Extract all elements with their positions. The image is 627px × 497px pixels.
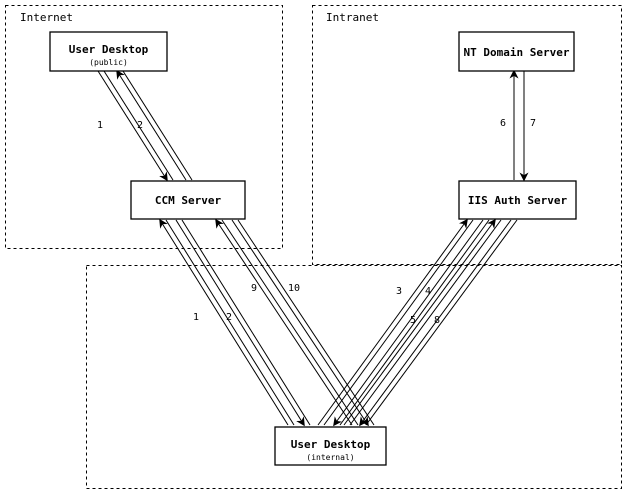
step-label-1-internal: 1 xyxy=(193,312,199,323)
flow-internal-desktop-ccm-left xyxy=(159,218,311,427)
node-user-desktop-internal-box[interactable] xyxy=(274,426,387,466)
step-label-8: 8 xyxy=(434,315,440,326)
step-label-6: 6 xyxy=(500,118,506,129)
node-ccm-server-box[interactable] xyxy=(130,180,246,220)
step-label-7: 7 xyxy=(530,118,536,129)
node-nt-domain-server-title: NT Domain Server xyxy=(464,46,570,59)
step-label-3: 3 xyxy=(396,286,402,297)
flow-iis-nt-domain xyxy=(509,69,529,182)
zone-internet-border xyxy=(5,5,283,249)
node-user-desktop-internal[interactable]: User Desktop (internal) xyxy=(274,426,387,466)
node-iis-auth-server-title: IIS Auth Server xyxy=(468,194,568,207)
node-user-desktop-public-subtitle: (public) xyxy=(89,58,128,67)
node-user-desktop-public-title: User Desktop xyxy=(69,43,149,56)
flow-internal-desktop-iis-outer xyxy=(317,218,490,427)
flow-internal-desktop-ccm-right xyxy=(215,218,375,427)
node-nt-domain-server-box[interactable] xyxy=(458,31,575,72)
step-label-2-public: 2 xyxy=(137,120,143,131)
flow-public-desktop-ccm xyxy=(97,69,193,182)
node-user-desktop-internal-subtitle: (internal) xyxy=(306,453,354,462)
zone-intranet-label: Intranet xyxy=(326,11,379,24)
zone-intranet-border xyxy=(312,5,622,265)
step-label-10: 10 xyxy=(288,283,300,294)
node-user-desktop-internal-title: User Desktop xyxy=(291,438,371,451)
node-ccm-server-title: CCM Server xyxy=(155,194,222,207)
step-label-1-public: 1 xyxy=(97,120,103,131)
node-nt-domain-server[interactable]: NT Domain Server xyxy=(458,31,575,72)
zone-internet-label: Internet xyxy=(20,11,73,24)
node-iis-auth-server-box[interactable] xyxy=(458,180,577,220)
node-user-desktop-public-box[interactable] xyxy=(49,31,168,72)
node-user-desktop-public[interactable]: User Desktop (public) xyxy=(49,31,168,72)
step-label-4: 4 xyxy=(425,286,431,297)
step-label-9: 9 xyxy=(251,283,257,294)
step-label-2-internal: 2 xyxy=(226,312,232,323)
flow-internal-desktop-iis-inner xyxy=(343,218,518,427)
step-label-5: 5 xyxy=(410,315,416,326)
zone-internal-border xyxy=(86,265,622,489)
node-ccm-server[interactable]: CCM Server xyxy=(130,180,246,220)
node-iis-auth-server[interactable]: IIS Auth Server xyxy=(458,180,577,220)
